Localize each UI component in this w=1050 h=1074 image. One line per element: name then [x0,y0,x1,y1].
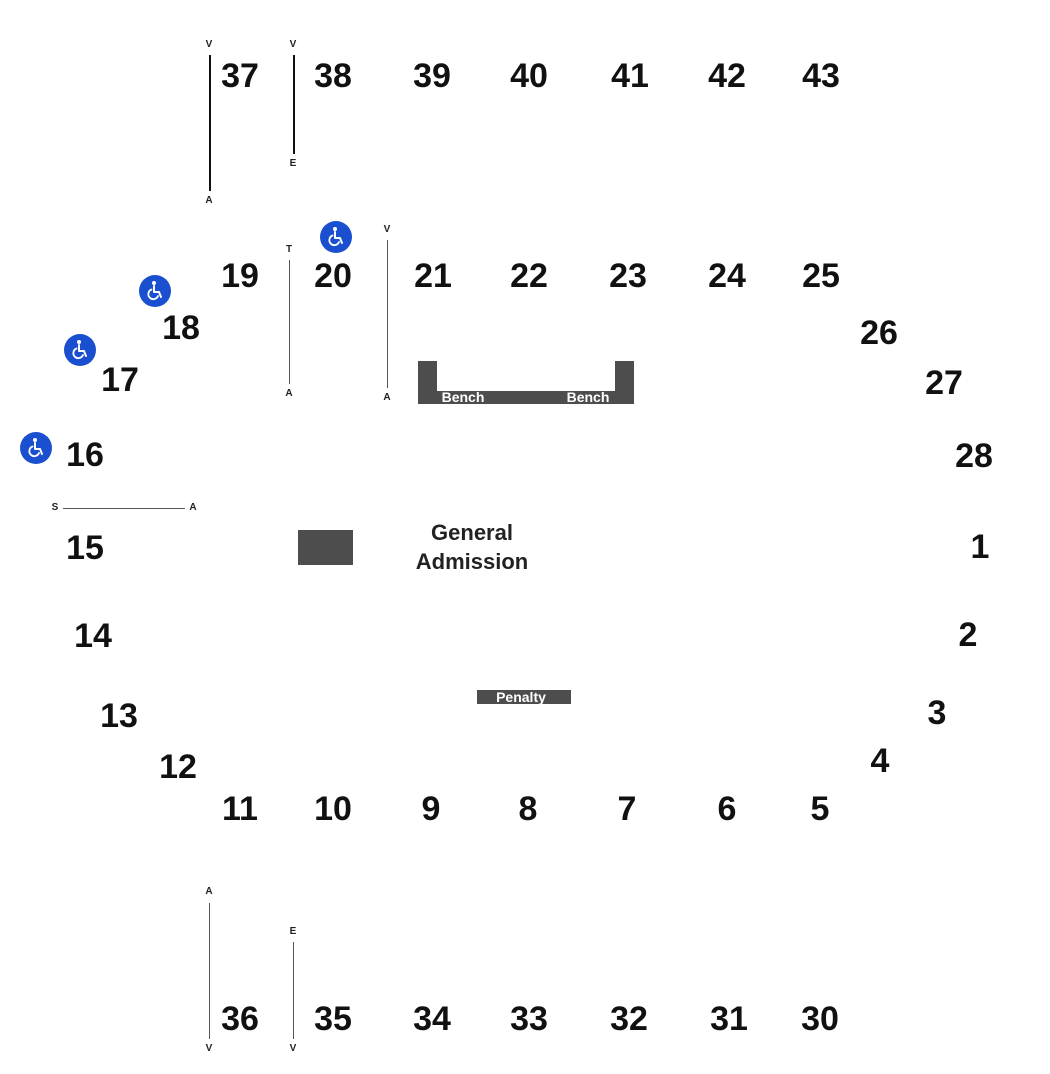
wheelchair-accessible-icon[interactable] [139,275,171,307]
section-33[interactable]: 33 [510,1000,548,1038]
section-23[interactable]: 23 [609,257,647,295]
wheelchair-accessible-icon[interactable] [64,334,96,366]
section-31[interactable]: 31 [710,1000,748,1038]
row-line-20 [289,260,290,384]
row-marker-38-top: V [289,39,297,50]
section-18[interactable]: 18 [162,309,200,347]
wheelchair-glyph-icon [147,281,162,301]
section-12[interactable]: 12 [159,748,197,786]
row-marker-35-bottom: V [289,1043,297,1054]
row-line-35 [293,942,294,1039]
section-4[interactable]: 4 [870,742,890,780]
row-marker-20-top: T [285,244,293,255]
section-19[interactable]: 19 [221,257,259,295]
section-6[interactable]: 6 [717,790,737,828]
bench-bar [418,391,634,404]
penalty-box [477,690,571,704]
section-20[interactable]: 20 [314,257,352,295]
section-13[interactable]: 13 [100,697,138,735]
section-14[interactable]: 14 [74,617,112,655]
section-32[interactable]: 32 [610,1000,648,1038]
bench-right-label: Bench [566,389,610,405]
wheelchair-accessible-icon[interactable] [20,432,52,464]
section-1[interactable]: 1 [970,528,990,566]
penalty-label: Penalty [496,689,546,705]
section-21[interactable]: 21 [414,257,452,295]
general-admission-label-line1: General [431,520,513,545]
section-39[interactable]: 39 [413,57,451,95]
row-line-38 [293,55,295,154]
section-41[interactable]: 41 [611,57,649,95]
row-marker-21-bottom: A [383,392,391,403]
section-27[interactable]: 27 [925,364,963,402]
wheelchair-glyph-icon [28,438,43,458]
wheelchair-accessible-icon[interactable] [320,221,352,253]
section-24[interactable]: 24 [708,257,746,295]
section-17[interactable]: 17 [101,361,139,399]
general-admission-label-line2: Admission [415,549,529,574]
section-30[interactable]: 30 [801,1000,839,1038]
section-11[interactable]: 11 [222,790,258,828]
section-5[interactable]: 5 [810,790,830,828]
row-line-37 [209,55,211,191]
section-28[interactable]: 28 [955,437,993,475]
row-marker-20-bottom: A [285,388,293,399]
row-marker-35-top: E [289,926,297,937]
section-3[interactable]: 3 [927,694,947,732]
section-35[interactable]: 35 [314,1000,352,1038]
row-marker-36-bottom: V [205,1043,213,1054]
section-22[interactable]: 22 [510,257,548,295]
section-34[interactable]: 34 [413,1000,451,1038]
row-marker-37-top: V [205,39,213,50]
row-marker-37-bottom: A [205,195,213,206]
section-2[interactable]: 2 [958,616,978,654]
section-26[interactable]: 26 [860,314,898,352]
bench-left-label: Bench [441,389,485,405]
section-9[interactable]: 9 [421,790,441,828]
section-38[interactable]: 38 [314,57,352,95]
section-10[interactable]: 10 [314,790,352,828]
section-7[interactable]: 7 [617,790,637,828]
row-line-21 [387,240,388,388]
row-marker-36-top: A [205,886,213,897]
section-15[interactable]: 15 [66,529,104,567]
section-40[interactable]: 40 [510,57,548,95]
section-25[interactable]: 25 [802,257,840,295]
row-marker-15-right: A [189,502,197,513]
section-8[interactable]: 8 [518,790,538,828]
row-line-36 [209,903,210,1039]
section-43[interactable]: 43 [802,57,840,95]
section-37[interactable]: 37 [221,57,259,95]
section-16[interactable]: 16 [66,436,104,474]
row-line-15 [63,508,185,509]
wheelchair-glyph-icon [72,340,87,360]
row-marker-15-left: S [51,502,59,513]
section-42[interactable]: 42 [708,57,746,95]
section-36[interactable]: 36 [221,1000,259,1038]
floor-block [298,530,353,565]
row-marker-38-bottom: E [289,158,297,169]
row-marker-21-top: V [383,224,391,235]
general-admission-area[interactable]: General Admission [362,518,582,576]
wheelchair-glyph-icon [328,227,343,247]
